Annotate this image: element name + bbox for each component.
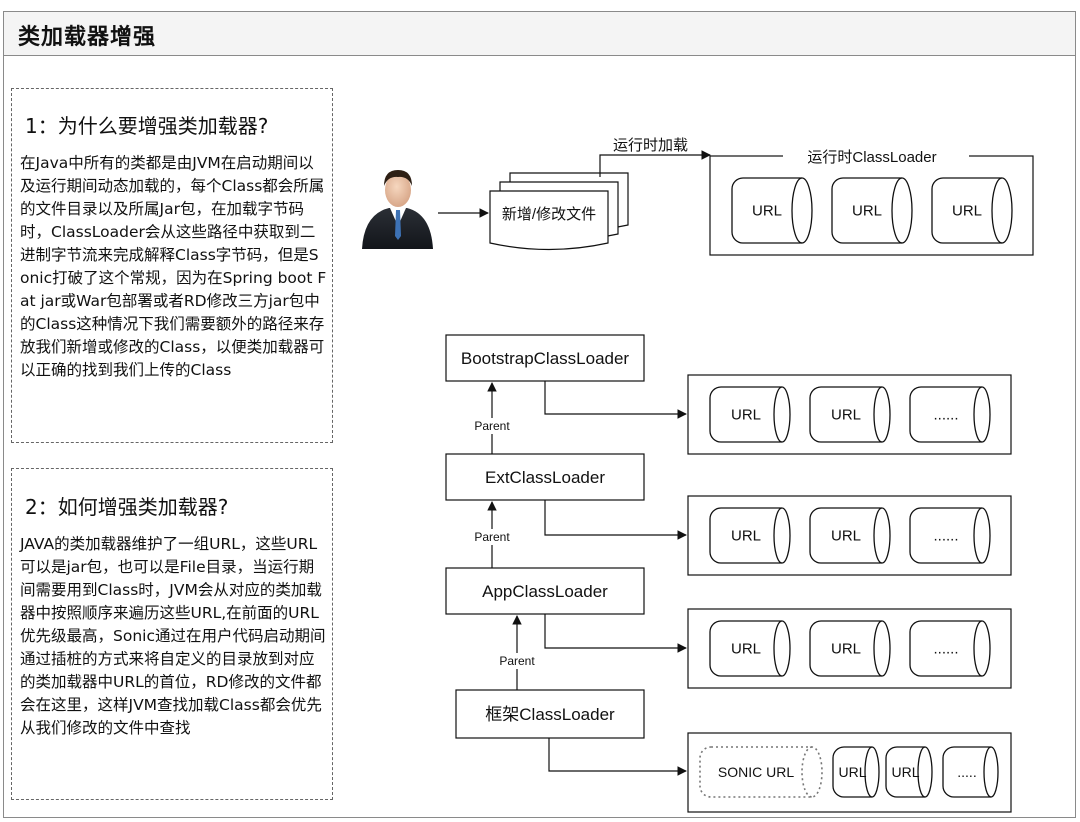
app-url-2-label: URL: [831, 641, 861, 658]
modified-files-icon: [489, 172, 629, 251]
modified-files-label: 新增/修改文件: [502, 206, 596, 223]
framework-classloader-box: [455, 689, 645, 739]
note-why-enhance: 1：为什么要增强类加载器? 在Java中所有的类都是由JVM在启动期间以及运行期…: [11, 88, 333, 443]
bootstrap-url-3-label: ......: [933, 407, 958, 424]
framework-url-1-label: URL: [838, 764, 866, 780]
note-how-enhance: 2：如何增强类加载器? JAVA的类加载器维护了一组URL，这些URL可以是ja…: [11, 468, 333, 800]
bootstrap-url-2-label: URL: [831, 407, 861, 424]
ext-url-1-label: URL: [731, 528, 761, 545]
app-url-1: URL: [709, 620, 791, 677]
runtime-url-3-label: URL: [952, 203, 982, 220]
app-url-3: ......: [909, 620, 991, 677]
bootstrap-url-1: URL: [709, 386, 791, 443]
note-how-heading: 2：如何增强类加载器?: [25, 495, 229, 519]
ext-url-1: URL: [709, 507, 791, 564]
ext-url-3: ......: [909, 507, 991, 564]
ext-to-urls-arrow: [544, 500, 687, 540]
runtime-url-3: URL: [931, 177, 1013, 244]
sonic-url: SONIC URL: [699, 746, 823, 798]
runtime-url-2: URL: [831, 177, 913, 244]
ext-url-2: URL: [809, 507, 891, 564]
sonic-url-label: SONIC URL: [718, 764, 794, 780]
parent-label-2: Parent: [474, 530, 510, 544]
app-classloader-name: AppClassLoader: [482, 582, 608, 601]
runtime-url-1-label: URL: [752, 203, 782, 220]
bootstrap-url-2: URL: [809, 386, 891, 443]
app-url-1-label: URL: [731, 641, 761, 658]
parent-label-1: Parent: [474, 419, 510, 433]
ext-url-2-label: URL: [831, 528, 861, 545]
ext-url-3-label: ......: [933, 528, 958, 545]
parent-label-3: Parent: [499, 654, 535, 668]
bootstrap-classloader-name: BootstrapClassLoader: [461, 349, 630, 368]
framework-url-1: URL: [832, 746, 880, 798]
bootstrap-classloader-box: [445, 334, 645, 382]
note-why-heading: 1：为什么要增强类加载器?: [25, 114, 269, 138]
framework-url-2: URL: [885, 746, 933, 798]
ext-classloader-box: [445, 453, 645, 501]
bootstrap-url-1-label: URL: [731, 407, 761, 424]
ext-classloader-name: ExtClassLoader: [485, 468, 605, 487]
runtime-url-1: URL: [731, 177, 813, 244]
note-why-body: 在Java中所有的类都是由JVM在启动期间以及运行期间动态加载的，每个Class…: [20, 154, 327, 379]
app-to-urls-arrow: [544, 614, 687, 653]
runtime-url-list: URL URL URL: [731, 177, 1013, 244]
user-avatar-icon: [362, 170, 433, 249]
app-url-3-label: ......: [933, 641, 958, 658]
runtime-load-arrow: [599, 150, 711, 177]
bootstrap-to-urls-arrow: [544, 381, 687, 419]
runtime-url-2-label: URL: [852, 203, 882, 220]
app-url-2: URL: [809, 620, 891, 677]
runtime-load-label: 运行时加载: [613, 137, 688, 154]
app-classloader-box: [445, 567, 645, 615]
framework-classloader-name: 框架ClassLoader: [485, 705, 615, 724]
runtime-classloader-label: 运行时ClassLoader: [807, 149, 936, 166]
framework-url-3-label: .....: [957, 764, 976, 780]
framework-url-2-label: URL: [891, 764, 919, 780]
note-how-body: JAVA的类加载器维护了一组URL，这些URL可以是jar包，也可以是File目…: [20, 535, 326, 737]
bootstrap-url-3: ......: [909, 386, 991, 443]
framework-to-urls-arrow: [548, 738, 687, 776]
page-title: 类加载器增强: [18, 25, 157, 50]
title-bar: [3, 11, 1076, 56]
framework-url-3: .....: [942, 746, 999, 798]
